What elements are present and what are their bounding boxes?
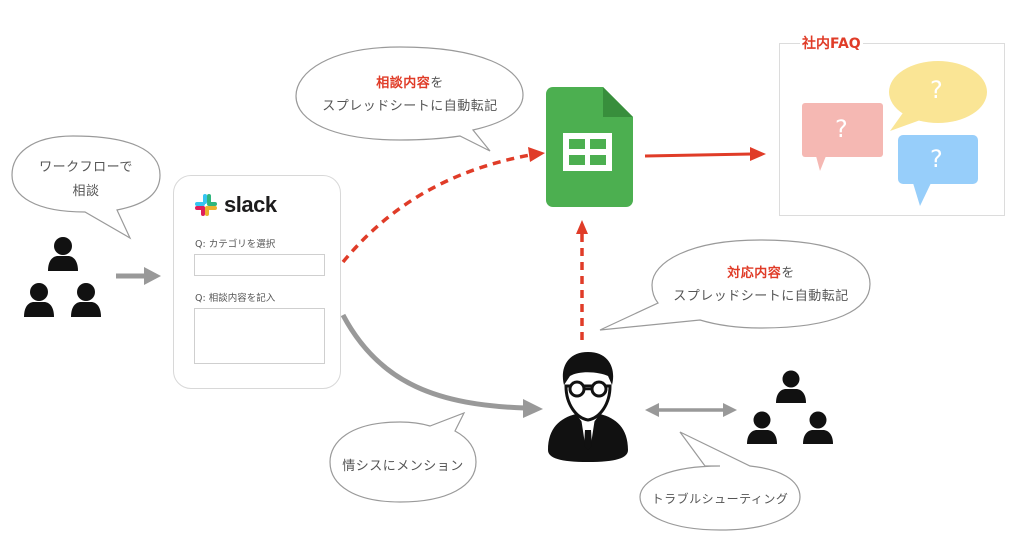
bubble-troubleshooting [639, 431, 801, 531]
faq-frame [779, 43, 1005, 216]
faq-question-mark-yellow: ? [930, 76, 943, 104]
arrow-support-to-sheets [576, 220, 588, 340]
google-sheets-icon [546, 87, 633, 207]
slack-wordmark: slack [224, 192, 277, 217]
question-category-label: Q: カテゴリを選択 [195, 239, 276, 250]
arrow-users-to-slack [116, 267, 161, 285]
bubble-response-transfer [599, 239, 871, 331]
bubble-response-transfer-suffix: を [781, 266, 795, 281]
arrow-slack-to-sheets [341, 147, 545, 264]
bubble-response-transfer-highlight: 対応内容 [727, 266, 782, 281]
bubble-mention [329, 411, 477, 503]
users-group-left-icon [24, 237, 101, 317]
category-select-field[interactable] [194, 254, 325, 276]
arrow-sheets-to-faq [644, 147, 766, 161]
slack-hash-icon [195, 194, 217, 216]
bubble-workflow [11, 135, 161, 240]
bubble-sheet-transfer-suffix: を [430, 76, 444, 91]
faq-bubble-blue [898, 135, 978, 206]
slack-workflow-form: slack Q: カテゴリを選択 Q: 相談内容を記入 [173, 175, 341, 389]
question-content-label: Q: 相談内容を記入 [195, 293, 276, 304]
bubble-response-transfer-line2: スプレッドシートに自動転記 [673, 289, 849, 304]
bubble-workflow-line1: ワークフローで [39, 160, 133, 175]
it-support-person-icon [548, 352, 628, 462]
bubble-sheet-transfer-line2: スプレッドシートに自動転記 [322, 99, 498, 114]
bubble-workflow-line2: 相談 [72, 184, 100, 199]
faq-bubble-yellow [889, 61, 987, 131]
bubble-mention-text: 情シスにメンション [342, 459, 464, 474]
bubble-sheet-transfer [295, 46, 524, 152]
arrow-slack-to-support [340, 313, 543, 418]
faq-title: 社内FAQ [800, 33, 863, 53]
faq-question-mark-pink: ? [835, 115, 848, 143]
bubble-troubleshooting-text: トラブルシューティング [651, 492, 789, 506]
faq-question-mark-blue: ? [930, 145, 943, 173]
faq-bubble-pink [802, 103, 883, 171]
bubble-sheet-transfer-highlight: 相談内容 [376, 76, 431, 91]
arrow-support-users-bidirectional [645, 403, 737, 417]
content-textarea[interactable] [194, 308, 325, 364]
slack-logo: slack [194, 192, 277, 218]
users-group-right-icon [747, 370, 833, 444]
bubble-response-transfer-line1: 対応内容を [652, 262, 870, 281]
bubble-sheet-transfer-line1: 相談内容を [300, 72, 520, 91]
